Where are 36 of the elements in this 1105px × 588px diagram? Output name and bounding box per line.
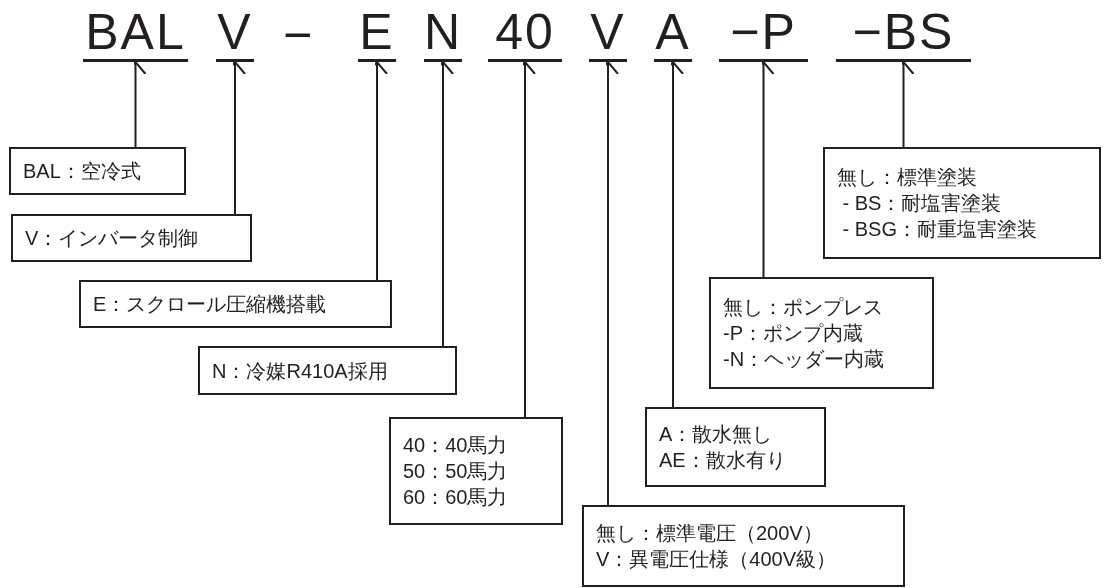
description-box xyxy=(582,505,905,587)
description-box xyxy=(709,277,934,389)
option-text: - BSG：耐重塩害塗装 xyxy=(841,217,1038,242)
description-box xyxy=(389,417,563,525)
model-code-segment: −BS xyxy=(836,8,971,62)
option-text: V：異電圧仕様（400V級） xyxy=(596,547,838,572)
option-text: 50：50馬力 xyxy=(403,459,509,484)
option-text: N：冷媒R410A採用 xyxy=(212,358,389,384)
model-code-segment: V xyxy=(216,8,254,62)
option-text: AE：散水有り xyxy=(659,448,787,473)
option-text: 無し：標準電圧（200V） xyxy=(596,521,824,546)
option-text: E：スクロール圧縮機搭載 xyxy=(93,292,328,317)
model-code-segment: N xyxy=(424,8,462,62)
description-box xyxy=(11,214,252,262)
model-code-segment: BAL xyxy=(83,8,188,62)
description-box xyxy=(9,147,186,195)
option-text: 60：60馬力 xyxy=(403,485,509,510)
option-text: 無し：ポンプレス xyxy=(723,295,884,320)
option-text: 無し：標準塗装 xyxy=(837,165,978,190)
model-code-segment: −P xyxy=(719,8,808,62)
option-text: -N：ヘッダー内蔵 xyxy=(723,347,886,372)
description-box xyxy=(645,407,826,487)
option-text: V：インバータ制御 xyxy=(25,226,200,251)
option-text: -P：ポンプ内蔵 xyxy=(723,321,864,346)
option-text: A：散水無し xyxy=(659,422,774,447)
separator-dash: − xyxy=(283,10,313,60)
description-box xyxy=(198,346,457,395)
model-code-segment: E xyxy=(358,8,396,62)
model-code-segment: 40 xyxy=(488,8,562,62)
option-text: 40：40馬力 xyxy=(403,433,509,458)
option-text: BAL：空冷式 xyxy=(23,159,142,184)
model-code-segment: V xyxy=(589,8,627,62)
description-box xyxy=(79,280,392,328)
option-text: - BS：耐塩害塗装 xyxy=(841,191,1003,216)
model-code-segment: A xyxy=(654,8,692,62)
description-box xyxy=(823,147,1101,259)
